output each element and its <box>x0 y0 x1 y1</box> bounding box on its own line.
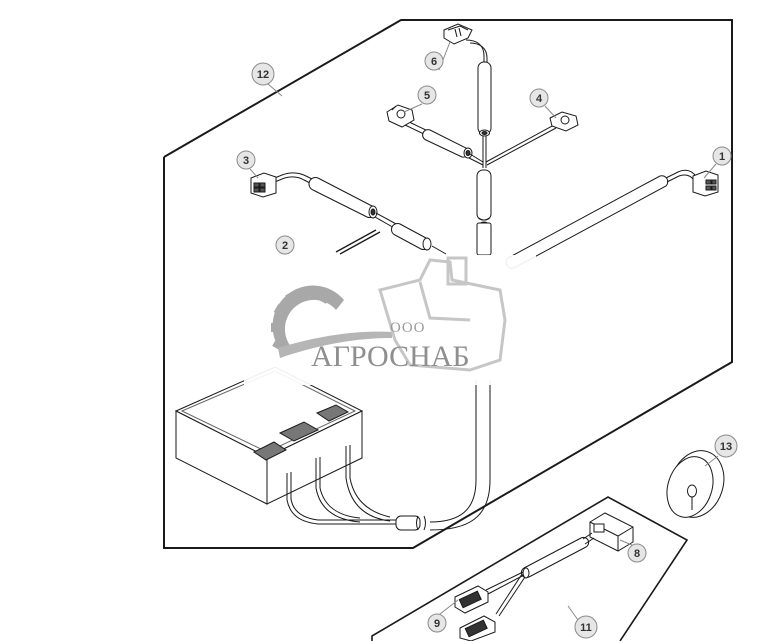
svg-text:1: 1 <box>719 151 725 163</box>
callout-4: 4 <box>529 88 549 108</box>
svg-text:12: 12 <box>257 69 269 81</box>
svg-text:4: 4 <box>536 93 543 105</box>
combine-harvester-icon <box>378 256 507 372</box>
connector-4 <box>549 111 579 132</box>
callout-9: 9 <box>427 613 447 633</box>
control-box-wires <box>286 445 426 531</box>
connector-5 <box>386 104 415 128</box>
branch-3 <box>269 172 447 255</box>
connector-1 <box>692 170 719 197</box>
callout-5: 5 <box>417 85 437 105</box>
callout-11: 11 <box>574 615 598 639</box>
watermark: ООО АГРОСНАБ <box>244 255 536 385</box>
callout-1: 1 <box>712 146 732 166</box>
svg-text:2: 2 <box>282 240 288 252</box>
callout-12: 12 <box>251 62 275 86</box>
svg-text:11: 11 <box>580 622 592 634</box>
kit-12-outline <box>163 19 733 549</box>
svg-text:3: 3 <box>243 155 249 167</box>
control-box <box>174 366 364 505</box>
branch-5 <box>402 119 484 166</box>
watermark-prefix: ООО <box>390 320 426 336</box>
connector-6 <box>443 23 473 45</box>
svg-text:8: 8 <box>634 548 640 560</box>
callout-6: 6 <box>424 51 444 71</box>
branch-1 <box>505 169 701 269</box>
callout-2: 2 <box>275 235 295 255</box>
watermark-name: АГРОСНАБ <box>311 340 470 373</box>
grommet-13 <box>666 450 725 518</box>
svg-text:5: 5 <box>424 90 430 102</box>
svg-text:13: 13 <box>720 441 732 453</box>
callout-8: 8 <box>627 543 647 563</box>
branch-4 <box>485 124 557 166</box>
wire-2 <box>335 229 381 255</box>
svg-text:6: 6 <box>431 56 437 68</box>
adapter-harness-11 <box>454 512 634 641</box>
svg-text:9: 9 <box>434 618 440 630</box>
connector-3 <box>250 172 277 198</box>
callout-13: 13 <box>714 434 738 458</box>
callout-3: 3 <box>236 150 256 170</box>
kit-11-outline <box>371 496 689 641</box>
